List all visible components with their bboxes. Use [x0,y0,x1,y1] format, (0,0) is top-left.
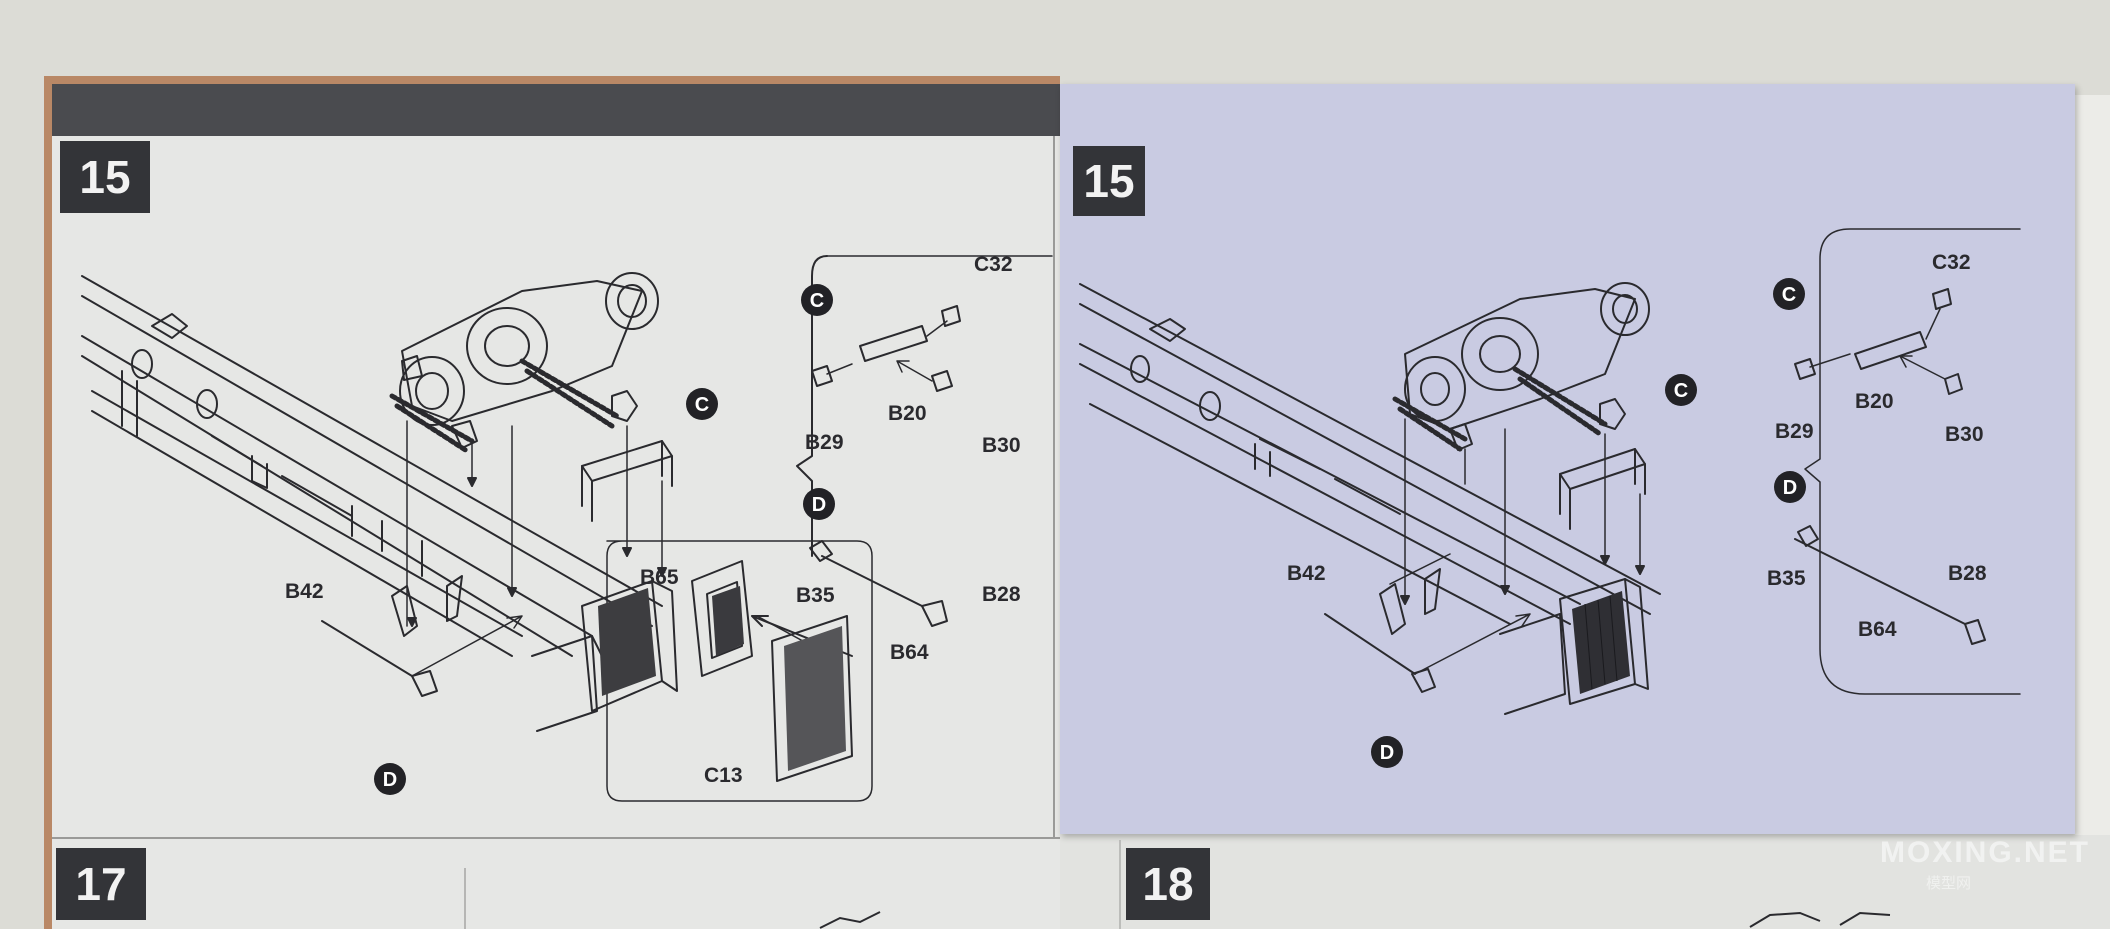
label-c13-left: C13 [704,764,743,787]
step-18-partial-drawing [1749,911,1891,928]
label-c32-left: C32 [974,253,1013,276]
svg-text:C: C [1674,380,1688,402]
right-instruction-page [1060,84,2075,834]
left-instruction-page [52,84,1060,929]
label-b20-left: B20 [888,402,927,425]
label-b29-left: B29 [805,431,844,454]
label-b64-left: B64 [890,641,929,664]
svg-text:D: D [383,769,397,791]
step-15-left-number: 15 [60,141,150,213]
right-callout-c-main: C [1665,374,1697,406]
label-b20-right: B20 [1855,390,1894,413]
left-page-header-band [52,84,1060,136]
label-b28-right: B28 [1948,562,1987,585]
watermark-logo: MOXING.NET [1880,836,2091,869]
right-callout-c-inset: C [1773,278,1805,310]
svg-text:C: C [695,394,709,416]
svg-text:D: D [1783,477,1797,499]
left-callout-c-inset: C [801,284,833,316]
label-b35-left: B35 [796,584,835,607]
label-b29-right: B29 [1775,420,1814,443]
svg-text:D: D [812,494,826,516]
left-callout-d-main: D [374,763,406,795]
right-callout-d-inset: D [1774,471,1806,503]
left-callout-d-inset: D [803,488,835,520]
svg-text:C: C [810,290,824,312]
svg-text:D: D [1380,742,1394,764]
label-b30-right: B30 [1945,423,1984,446]
label-c32-right: C32 [1932,251,1971,274]
label-b35-right: B35 [1767,567,1806,590]
label-b42-left: B42 [285,580,324,603]
label-b28-left: B28 [982,583,1021,606]
left-callout-c-main: C [686,388,718,420]
label-b65-left: B65 [640,566,679,589]
left-assembly-diagram: C C D D C32 B20 B29 B30 B35 B28 B64 B42 … [81,253,1053,802]
step-17-partial-drawing [819,911,881,929]
watermark-subtitle: 模型网 [1926,875,1972,892]
step-17-number: 17 [56,848,146,920]
right-callout-d-main: D [1371,736,1403,768]
step-15-right-number: 15 [1073,146,1145,216]
right-assembly-diagram: C C D D C32 B20 B29 B30 B35 B28 B64 B42 [1079,228,2021,768]
label-b30-left: B30 [982,434,1021,457]
label-b42-right: B42 [1287,562,1326,585]
lower-right-page [1060,834,2110,929]
label-b64-right: B64 [1858,618,1897,641]
step-18-number: 18 [1126,848,1210,920]
svg-text:C: C [1782,284,1796,306]
page-edge [2075,95,2110,835]
